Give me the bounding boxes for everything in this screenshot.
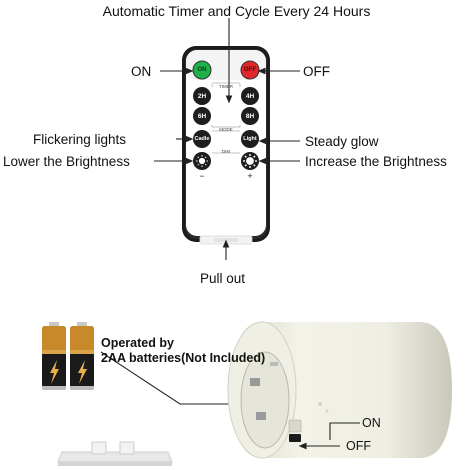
sun-large-icon — [243, 154, 257, 168]
remote-on-button[interactable] — [192, 60, 212, 80]
battery-bolt-icon — [50, 360, 87, 384]
timer-8h-label: 8H — [245, 113, 255, 120]
battery-right — [70, 322, 94, 390]
lower-callout: Lower the Brightness — [3, 154, 130, 169]
battery-left — [42, 322, 66, 390]
remote-off-button[interactable] — [240, 60, 260, 80]
switch-pointers — [298, 422, 360, 450]
battery-tab-piece — [57, 441, 173, 466]
timer-4h-button[interactable] — [241, 87, 259, 105]
remote-off-label: OFF — [244, 67, 256, 73]
remote-on-label: ON — [197, 67, 207, 73]
dim-label: DIM — [221, 149, 231, 154]
off-callout: OFF — [303, 64, 330, 79]
timer-4h-label: 4H — [245, 93, 255, 100]
mode-label: MODE — [219, 127, 233, 132]
dim-plus-sign: + — [247, 171, 253, 181]
dim-minus-sign: − — [199, 171, 205, 181]
pointer-lines — [154, 18, 300, 260]
timer-label: TIMER — [219, 84, 233, 89]
timer-8h-button[interactable] — [241, 107, 259, 125]
switch-on-callout: ON — [362, 416, 381, 430]
flickering-callout: Flickering lights — [33, 132, 127, 147]
timer-6h-button[interactable] — [193, 107, 211, 125]
timer-divider — [211, 82, 241, 128]
candle-mode-label: Cadle — [194, 136, 210, 142]
timer-6h-label: 6H — [197, 113, 207, 120]
light-mode-button[interactable] — [241, 130, 259, 148]
increase-callout: Increase the Brightness — [305, 154, 447, 169]
candle-mode-button[interactable] — [193, 130, 211, 148]
steady-callout: Steady glow — [305, 134, 379, 149]
sun-small-icon — [196, 155, 208, 167]
title: Automatic Timer and Cycle Every 24 Hours — [102, 3, 371, 19]
switch-off-callout: OFF — [346, 439, 371, 453]
on-callout: ON — [131, 64, 152, 79]
timer-2h-button[interactable] — [193, 87, 211, 105]
light-mode-label: Light — [243, 136, 257, 142]
candle-base — [227, 321, 452, 459]
pull-out-callout: Pull out — [200, 271, 246, 286]
timer-2h-label: 2H — [197, 93, 207, 100]
batteries-line2: 2AA batteries(Not Included) — [101, 351, 266, 365]
batteries-line1: Operated by — [101, 336, 174, 350]
